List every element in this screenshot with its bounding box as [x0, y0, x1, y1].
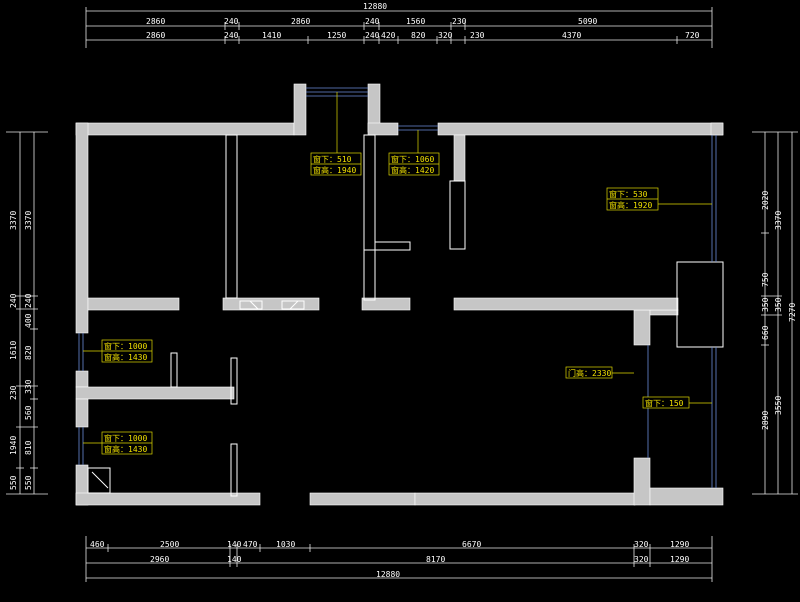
- bottom-ticks: [107, 544, 651, 567]
- window-label-1: 窗下：510 窗高：1940: [310, 92, 362, 176]
- window-label-line: 窗下：1060: [391, 154, 434, 164]
- door-label-line: 门高：2330: [568, 368, 611, 378]
- left-dim: 240: [24, 293, 33, 308]
- top-dim: 2860: [146, 17, 165, 26]
- left-dimension-lines: 3370 240 1610 230 1940 550 3370 240 400 …: [6, 131, 48, 495]
- bottom-dimension-lines: 460 2500 140 470 1030 6670 320 1290 2960…: [85, 536, 713, 582]
- bottom-dim: 2500: [160, 540, 179, 549]
- top-dim: 320: [438, 31, 453, 40]
- window-label-5: 窗下：1000 窗高：1430: [83, 431, 153, 455]
- right-dim: 750: [761, 272, 770, 287]
- bottom-total-dim: 12880: [376, 570, 400, 579]
- top-dim: 1250: [327, 31, 346, 40]
- partitions: [87, 134, 724, 497]
- window-label-7: 窗下：150: [642, 396, 712, 409]
- left-dim: 1940: [9, 436, 18, 455]
- top-dim: 2860: [291, 17, 310, 26]
- bottom-dim: 140: [227, 540, 242, 549]
- window-label-line: 窗高：1920: [609, 200, 652, 210]
- top-dim: 240: [365, 17, 380, 26]
- top-dim: 230: [470, 31, 485, 40]
- bottom-dim: 470: [243, 540, 258, 549]
- left-dim: 560: [24, 405, 33, 420]
- window-label-2: 窗下：1060 窗高：1420: [388, 130, 440, 176]
- left-dim: 240: [9, 293, 18, 308]
- window-label-line: 窗高：1430: [104, 352, 147, 362]
- bottom-dim: 1290: [670, 555, 689, 564]
- bottom-dim: 1290: [670, 540, 689, 549]
- window-label-line: 窗下：530: [609, 189, 648, 199]
- door-label: 门高：2330: [565, 366, 634, 379]
- window-label-line: 窗下：1000: [104, 433, 147, 443]
- bottom-dim: 320: [634, 555, 649, 564]
- top-dimension-lines: 12880 2860 240 2860 240 1560 230 5090 28…: [85, 2, 713, 48]
- bottom-dim: 460: [90, 540, 105, 549]
- left-dim: 550: [24, 475, 33, 490]
- top-dim: 1410: [262, 31, 281, 40]
- left-dim: 1610: [9, 341, 18, 360]
- right-dim: 350: [761, 297, 770, 312]
- bottom-dim: 320: [634, 540, 649, 549]
- bottom-dim: 8170: [426, 555, 445, 564]
- walls: [75, 83, 724, 506]
- window-label-line: 窗下：1000: [104, 341, 147, 351]
- bottom-dim: 1030: [276, 540, 295, 549]
- top-total-dim: 12880: [363, 2, 387, 11]
- right-total-dim: 7270: [788, 303, 797, 322]
- left-dim: 3370: [24, 211, 33, 230]
- window-label-line: 窗下：150: [645, 398, 684, 408]
- window-label-4: 窗下：1000 窗高：1430: [83, 339, 153, 363]
- left-dim: 810: [24, 440, 33, 455]
- top-dim: 1560: [406, 17, 425, 26]
- window-label-line: 窗高：1430: [104, 444, 147, 454]
- left-dim: 400: [24, 313, 33, 328]
- left-ticks: [16, 295, 38, 469]
- right-dim: 3370: [774, 211, 783, 230]
- bottom-dim: 6670: [462, 540, 481, 549]
- top-dim: 240: [365, 31, 380, 40]
- left-dim: 330: [24, 379, 33, 394]
- windows: [78, 87, 717, 488]
- top-dim: 5090: [578, 17, 597, 26]
- window-label-line: 窗下：510: [313, 154, 352, 164]
- right-dim: 3550: [774, 396, 783, 415]
- top-dim: 4370: [562, 31, 581, 40]
- top-dim: 230: [452, 17, 467, 26]
- window-label-line: 窗高：1420: [391, 165, 434, 175]
- top-dim: 240: [224, 31, 239, 40]
- top-dim: 240: [224, 17, 239, 26]
- top-dim: 820: [411, 31, 426, 40]
- top-ticks-row2: [224, 36, 678, 44]
- right-ticks: [761, 232, 782, 346]
- right-dim: 660: [761, 325, 770, 340]
- top-ticks-row1: [224, 22, 466, 30]
- right-dim: 2020: [761, 191, 770, 210]
- bottom-dim: 2960: [150, 555, 169, 564]
- left-dim: 550: [9, 475, 18, 490]
- left-dim: 3370: [9, 211, 18, 230]
- window-label-3: 窗下：530 窗高：1920: [606, 187, 712, 211]
- top-dim: 420: [381, 31, 396, 40]
- right-dim: 350: [774, 297, 783, 312]
- left-dim: 820: [24, 345, 33, 360]
- window-label-line: 窗高：1940: [313, 165, 356, 175]
- bottom-dim: 140: [227, 555, 242, 564]
- top-dim: 720: [685, 31, 700, 40]
- left-dim: 230: [9, 385, 18, 400]
- right-dimension-lines: 2020 750 350 660 2890 3370 350 3550 7270: [752, 131, 798, 495]
- top-dim: 2860: [146, 31, 165, 40]
- right-dim: 2890: [761, 411, 770, 430]
- top-ticks-row0: [85, 7, 713, 48]
